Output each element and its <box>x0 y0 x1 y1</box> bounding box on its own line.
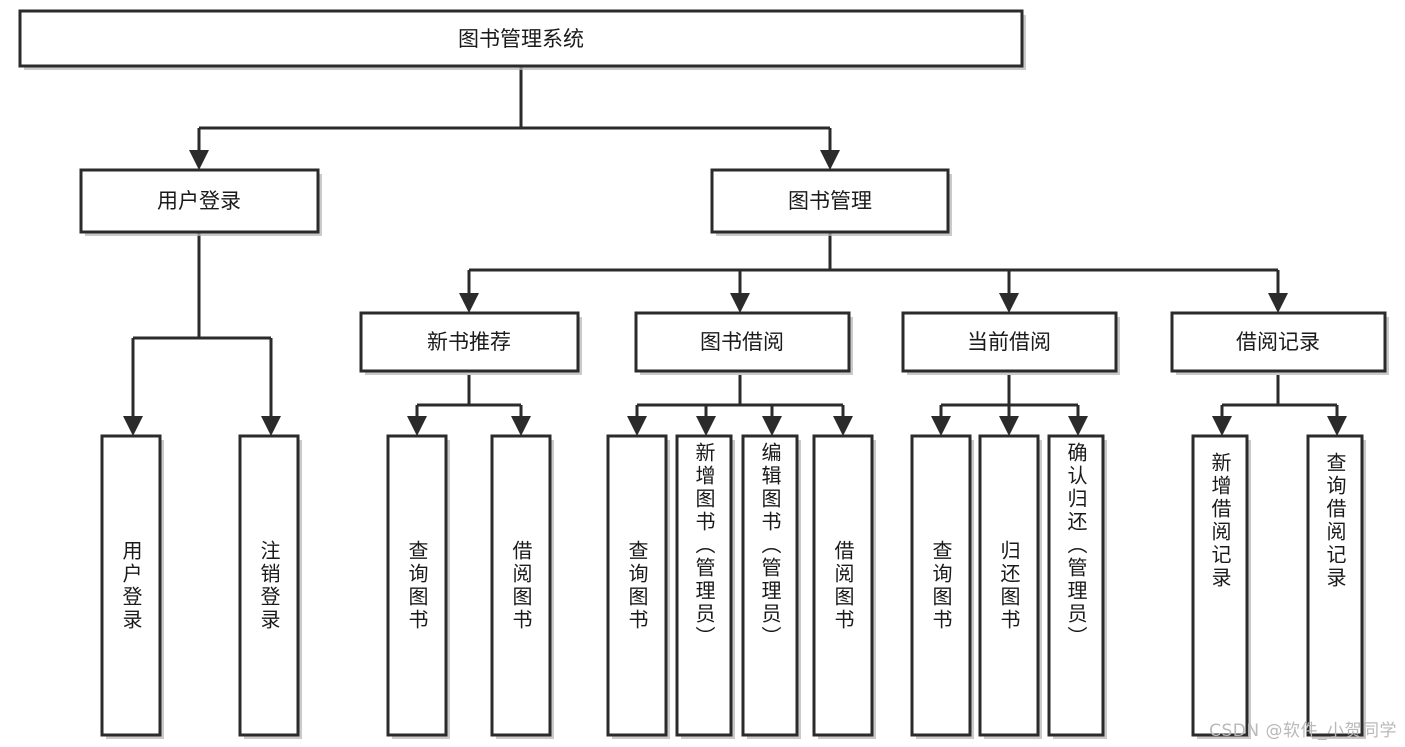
node-user-login[interactable]: 用户登录 <box>79 168 322 236</box>
node-book-manage[interactable]: 图书管理 <box>710 168 952 236</box>
node-current-borrow[interactable]: 当前借阅 <box>901 311 1120 375</box>
arrowhead-leaf-query-record <box>1327 416 1347 436</box>
arrowhead-leaf-add-record <box>1212 416 1232 436</box>
arrowhead-leaf-borrow-book-2 <box>833 416 853 436</box>
node-leaf-query-book-1[interactable] <box>386 434 450 739</box>
arrowhead-leaf-return-book <box>999 416 1019 436</box>
node-leaf-return-book[interactable] <box>978 434 1042 739</box>
node-book-borrow[interactable]: 图书借阅 <box>634 311 853 375</box>
connector-group-current-borrow <box>931 375 1088 436</box>
node-new-book-rec[interactable]: 新书推荐 <box>359 311 582 375</box>
connector-group-borrow-record <box>1212 375 1347 436</box>
node-leaf-logout[interactable] <box>238 434 302 739</box>
node-leaf-add-record[interactable] <box>1191 434 1251 739</box>
arrowhead-new-book-rec <box>459 293 479 313</box>
connector-group-book-borrow <box>627 375 853 436</box>
arrowhead-book-manage <box>820 150 840 170</box>
node-leaf-confirm-return[interactable] <box>1047 434 1107 739</box>
node-user-login-label: 用户登录 <box>157 189 241 213</box>
node-leaf-user-login[interactable] <box>100 434 164 739</box>
node-leaf-add-book[interactable] <box>675 434 735 739</box>
arrowhead-user-login <box>189 150 209 170</box>
arrowhead-current-borrow <box>999 293 1019 313</box>
arrowhead-book-borrow <box>730 293 750 313</box>
node-current-borrow-label: 当前借阅 <box>967 330 1051 354</box>
arrowhead-leaf-add-book <box>696 416 716 436</box>
connector-group-book-manage <box>459 232 1288 313</box>
node-leaf-query-book-3[interactable] <box>910 434 974 739</box>
arrowhead-leaf-query-book-2 <box>627 416 647 436</box>
node-leaf-edit-book[interactable] <box>741 434 801 739</box>
arrowhead-leaf-edit-book <box>762 416 782 436</box>
connector-group-new-book-rec <box>407 375 531 436</box>
node-root[interactable]: 图书管理系统 <box>18 9 1026 70</box>
arrowhead-leaf-logout <box>261 416 281 436</box>
node-root-label: 图书管理系统 <box>458 27 584 51</box>
node-borrow-record-label: 借阅记录 <box>1236 330 1320 354</box>
node-leaf-borrow-book-2[interactable] <box>812 434 876 739</box>
node-leaf-borrow-book-1[interactable] <box>490 434 554 739</box>
connector-group-root <box>189 66 840 170</box>
node-borrow-record[interactable]: 借阅记录 <box>1170 311 1389 375</box>
node-book-manage-label: 图书管理 <box>788 189 872 213</box>
node-leaf-query-book-2[interactable] <box>606 434 670 739</box>
arrowhead-leaf-borrow-book-1 <box>511 416 531 436</box>
node-leaf-query-record[interactable] <box>1306 434 1366 739</box>
node-new-book-rec-label: 新书推荐 <box>427 330 511 354</box>
node-book-borrow-label: 图书借阅 <box>700 330 784 354</box>
csdn-watermark: CSDN @软件_小贺同学 <box>1209 721 1397 741</box>
arrowhead-leaf-confirm-return <box>1068 416 1088 436</box>
arrowhead-leaf-user-login <box>123 416 143 436</box>
connector-group-user-login <box>123 232 281 436</box>
leaf-boxes <box>100 434 1366 739</box>
arrowhead-borrow-record <box>1268 293 1288 313</box>
arrowhead-leaf-query-book-1 <box>407 416 427 436</box>
arrowhead-leaf-query-book-3 <box>931 416 951 436</box>
